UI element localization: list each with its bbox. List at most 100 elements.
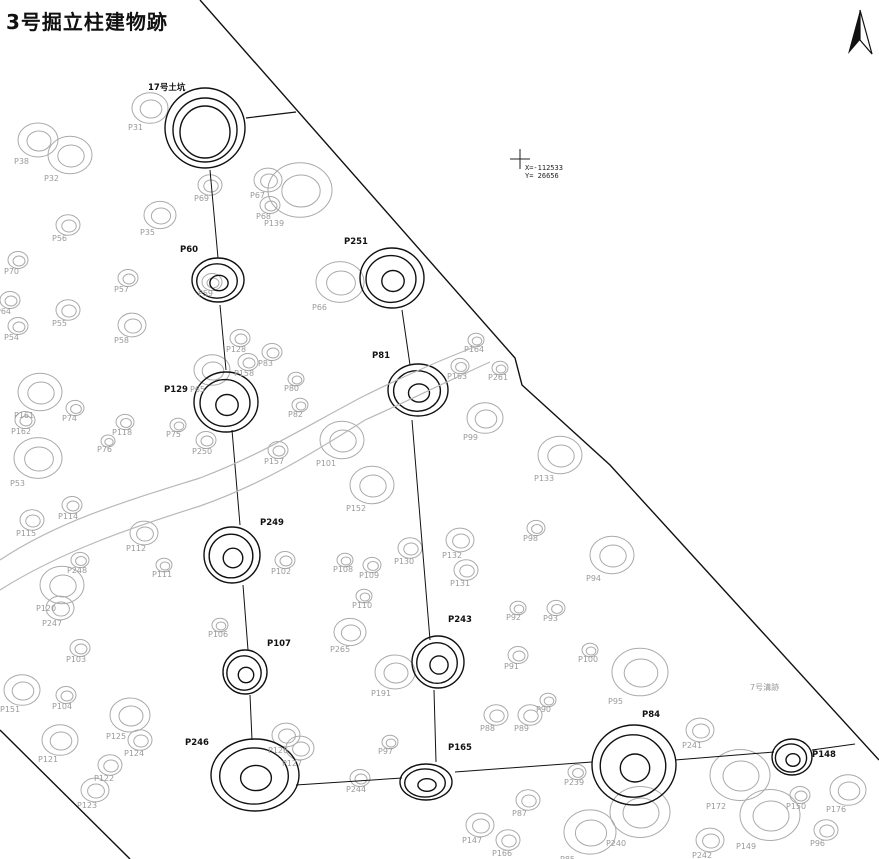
background-pit bbox=[336, 552, 354, 568]
pit-label-bg: P92 bbox=[506, 613, 521, 622]
background-pit-inner bbox=[702, 833, 720, 849]
pit-label-bg: P98 bbox=[523, 534, 538, 543]
post-pit-outer bbox=[222, 649, 268, 695]
background-pit-inner bbox=[521, 794, 537, 808]
background-pit-inner bbox=[120, 418, 132, 428]
post-pit-core bbox=[237, 666, 255, 684]
background-pit bbox=[14, 411, 36, 429]
post-pit-middle bbox=[599, 734, 667, 798]
background-pit bbox=[80, 777, 110, 803]
background-pit-inner bbox=[104, 438, 114, 446]
pit-label-bg: P244 bbox=[346, 785, 366, 794]
background-pit bbox=[362, 556, 382, 574]
background-pit-inner bbox=[452, 533, 470, 549]
pit-label-bg: P131 bbox=[450, 579, 470, 588]
background-pit-inner bbox=[623, 658, 659, 688]
pit-label-bg: P54 bbox=[4, 333, 19, 342]
background-pit-inner bbox=[272, 445, 286, 457]
post-pit-outer bbox=[193, 371, 259, 433]
pit-label-bg: P124 bbox=[124, 749, 144, 758]
page-title: 3号掘立柱建物跡 bbox=[6, 10, 168, 34]
pit-label-bg: P75 bbox=[166, 430, 181, 439]
pit-label-bg: P87 bbox=[512, 809, 527, 818]
post-label: P249 bbox=[260, 518, 284, 528]
background-pit-inner bbox=[234, 333, 248, 345]
pit-label-bg: P82 bbox=[288, 410, 303, 419]
background-pit-inner bbox=[57, 144, 85, 168]
post-label: P165 bbox=[448, 743, 472, 753]
coord-y-label: Y= 26656 bbox=[525, 172, 559, 180]
pit-label-bg: P74 bbox=[62, 414, 77, 423]
pit-label-bg: P108 bbox=[333, 565, 353, 574]
background-pit bbox=[41, 724, 79, 756]
pit-label-bg: P121 bbox=[38, 755, 58, 764]
post-pit-outer bbox=[591, 724, 677, 806]
background-pit bbox=[261, 343, 283, 361]
pit-label-bg: P241 bbox=[682, 741, 702, 750]
background-pit bbox=[131, 92, 169, 124]
post-pit-middle bbox=[218, 747, 290, 805]
background-pit bbox=[381, 734, 399, 750]
pit-label-bg: P56 bbox=[52, 234, 67, 243]
post-pit-middle bbox=[199, 378, 251, 428]
background-pit-inner bbox=[133, 734, 149, 748]
pit-label-bg: P93 bbox=[543, 614, 558, 623]
background-pit-inner bbox=[489, 709, 505, 723]
background-pit-inner bbox=[26, 130, 52, 152]
pit-label-bg: P55 bbox=[52, 319, 67, 328]
background-pit-inner bbox=[70, 404, 82, 414]
pit-label-bg: P158 bbox=[234, 369, 254, 378]
background-pit-inner bbox=[403, 542, 419, 556]
pit-label-bg: P191 bbox=[371, 689, 391, 698]
pit17-inner bbox=[172, 97, 238, 163]
background-pit-inner bbox=[359, 474, 387, 498]
pit-label-bg: P125 bbox=[106, 732, 126, 741]
post-label: P148 bbox=[812, 750, 836, 760]
background-pit-inner bbox=[122, 273, 136, 285]
pit-label-bg: P80 bbox=[284, 384, 299, 393]
post-label: P84 bbox=[642, 710, 660, 720]
pit-label-bg: P94 bbox=[586, 574, 601, 583]
pit-label-bg: P99 bbox=[463, 433, 478, 442]
pit-label-bg: P106 bbox=[208, 630, 228, 639]
background-pit-inner bbox=[292, 741, 310, 757]
background-pit-inner bbox=[279, 555, 293, 567]
background-pit bbox=[374, 654, 416, 690]
background-pit bbox=[517, 704, 543, 726]
background-pit-inner bbox=[60, 690, 74, 702]
background-pit bbox=[169, 417, 187, 433]
background-pit bbox=[563, 809, 617, 855]
post-label: P60 bbox=[180, 245, 198, 255]
post-pit-outer bbox=[203, 526, 261, 584]
north-arrow-icon bbox=[848, 9, 873, 55]
post-pit-middle bbox=[196, 263, 238, 299]
pit-label-bg: P83 bbox=[258, 359, 273, 368]
coord-x-label: X=-112533 bbox=[525, 164, 563, 172]
building-lines bbox=[209, 169, 856, 786]
post-label: P243 bbox=[448, 615, 472, 625]
background-pit bbox=[491, 360, 509, 376]
background-pit bbox=[287, 371, 305, 387]
site-boundary-line bbox=[199, 0, 879, 761]
background-pit-inner bbox=[837, 781, 861, 801]
post-pit-core bbox=[785, 753, 801, 768]
background-pit-inner bbox=[74, 643, 88, 655]
background-pit bbox=[17, 122, 59, 158]
background-pit bbox=[445, 527, 475, 553]
background-pit-inner bbox=[159, 561, 171, 571]
pit-label-bg: P123 bbox=[77, 801, 97, 810]
pit-label-bg: P130 bbox=[394, 557, 414, 566]
background-pit-inner bbox=[495, 364, 507, 374]
background-pit-inner bbox=[66, 500, 80, 512]
pit-label-bg: P68 bbox=[256, 212, 271, 221]
pit-label-bg: P88 bbox=[480, 724, 495, 733]
background-pit-inner bbox=[24, 446, 54, 472]
background-pit bbox=[17, 372, 63, 412]
post-pit-outer bbox=[399, 763, 453, 801]
ditch-channel-edge bbox=[0, 361, 491, 591]
background-pit bbox=[349, 465, 395, 505]
boundary-tick bbox=[245, 111, 297, 119]
background-pit-inner bbox=[260, 173, 278, 189]
pit-label-bg: P176 bbox=[826, 805, 846, 814]
background-pit-inner bbox=[599, 544, 627, 568]
